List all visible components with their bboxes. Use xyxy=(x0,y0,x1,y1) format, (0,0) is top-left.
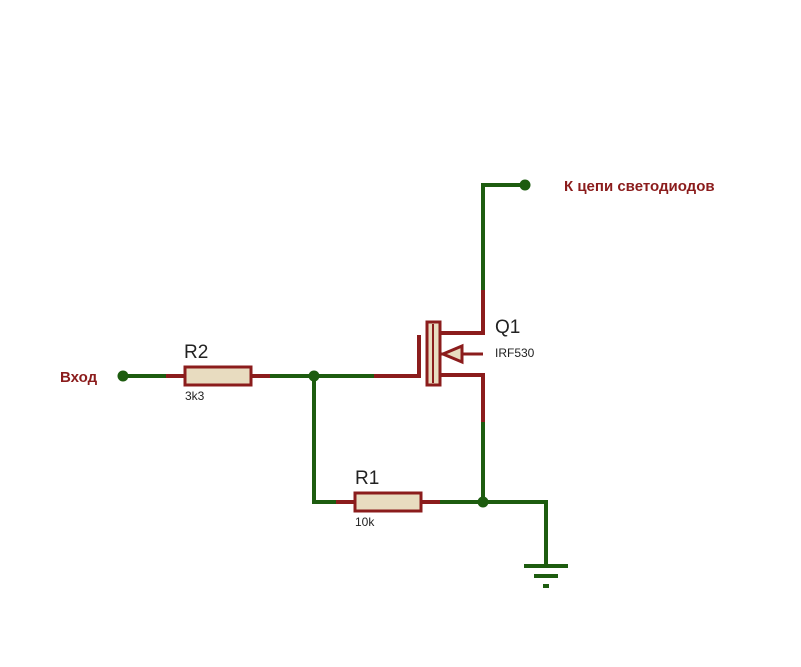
r2-ref-label: R2 xyxy=(184,342,208,363)
junction-source-node xyxy=(477,496,489,508)
q1-ref-label: Q1 xyxy=(495,317,520,338)
r1-value-label: 10k xyxy=(355,515,375,529)
mosfet-drain-lead xyxy=(441,290,485,335)
terminal-output-dot xyxy=(519,179,531,191)
resistor-r2-body xyxy=(183,365,253,387)
resistor-r1-body xyxy=(353,491,423,513)
mosfet-arrow-icon xyxy=(439,343,464,365)
mosfet-source-lead xyxy=(441,373,485,422)
r1-ref-label: R1 xyxy=(355,468,379,489)
mosfet-q1 xyxy=(374,290,485,422)
q1-value-label: IRF530 xyxy=(495,346,535,360)
wire-node-to-r1 xyxy=(312,374,342,504)
ground-icon xyxy=(524,564,568,588)
resistor-r2 xyxy=(166,365,270,387)
r2-value-label: 3k3 xyxy=(185,389,205,403)
junction-gate-node xyxy=(308,370,320,382)
resistor-r1 xyxy=(336,491,440,513)
wire-drain-to-output xyxy=(481,183,527,294)
terminal-input-dot xyxy=(117,370,129,382)
mosfet-gate-lead xyxy=(374,335,421,378)
wires xyxy=(121,183,548,568)
output-label: К цепи светодиодов xyxy=(564,178,715,195)
input-label: Вход xyxy=(60,369,98,386)
